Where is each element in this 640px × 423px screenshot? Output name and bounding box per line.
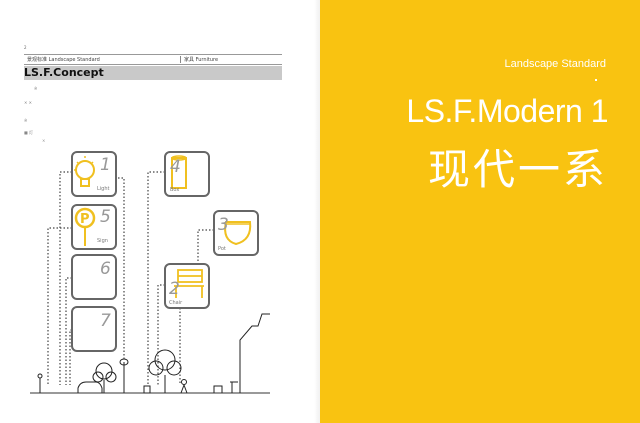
tile-chair: 2 Chair: [164, 263, 210, 309]
tile-box-label: Box: [170, 187, 179, 193]
svg-text:P: P: [80, 212, 90, 227]
tile-pot: 3 Pot: [213, 210, 259, 256]
title-bar: [24, 66, 282, 80]
page-title: LS.F.Concept: [24, 66, 104, 79]
tile-sign-number: 5: [100, 207, 111, 227]
left-page: 2 景观标准 Landscape Standard 家具 Furniture L…: [24, 45, 282, 143]
tile-chair-number: 2: [169, 279, 180, 299]
tile-pot-number: 3: [218, 215, 229, 235]
building-outline: [239, 313, 270, 393]
right-title: LS.F.Modern 1: [406, 93, 608, 129]
header-separator: [180, 56, 181, 63]
right-page: [320, 0, 640, 423]
small-mark-3: ※: [24, 118, 28, 123]
tile-box: 4 Box: [164, 151, 210, 197]
page-number: 2: [24, 45, 27, 50]
section-header: 景观标准 Landscape Standard 家具 Furniture: [24, 54, 282, 65]
tile-pot-label: Pot: [218, 246, 226, 252]
tile-light-label: Light: [97, 186, 110, 192]
small-mark-2: ✕ ✕: [24, 100, 32, 105]
tile-6: 6: [71, 254, 117, 300]
box-icon: [171, 157, 187, 189]
right-subtitle: Landscape Standard: [504, 58, 606, 70]
tile-sign: P 5 Sign: [71, 204, 117, 250]
header-left: 景观标准 Landscape Standard: [27, 57, 100, 63]
small-mark-1: ※: [34, 86, 38, 91]
tile-7-number: 7: [100, 311, 111, 331]
tile-light-number: 1: [100, 155, 111, 175]
car-icon: [77, 381, 103, 393]
tile-box-number: 4: [170, 157, 181, 177]
pot-icon: [224, 221, 252, 246]
decorative-dot: [595, 79, 597, 81]
tree-icon: [95, 362, 113, 380]
tile-chair-label: Chair: [169, 300, 183, 306]
street-scene: [37, 313, 270, 394]
small-mark-4: ■ 灯: [24, 130, 34, 135]
spread-gutter: [314, 0, 320, 423]
chair-icon: [174, 269, 204, 298]
header-right: 家具 Furniture: [184, 57, 219, 63]
small-mark-5: ×: [42, 138, 46, 143]
right-title-cn: 现代一系: [427, 145, 608, 194]
tile-light: 1 Light: [71, 151, 117, 197]
tile-6-number: 6: [100, 259, 111, 279]
tile-sign-label: Sign: [97, 238, 108, 244]
tile-7: 7: [71, 306, 117, 352]
